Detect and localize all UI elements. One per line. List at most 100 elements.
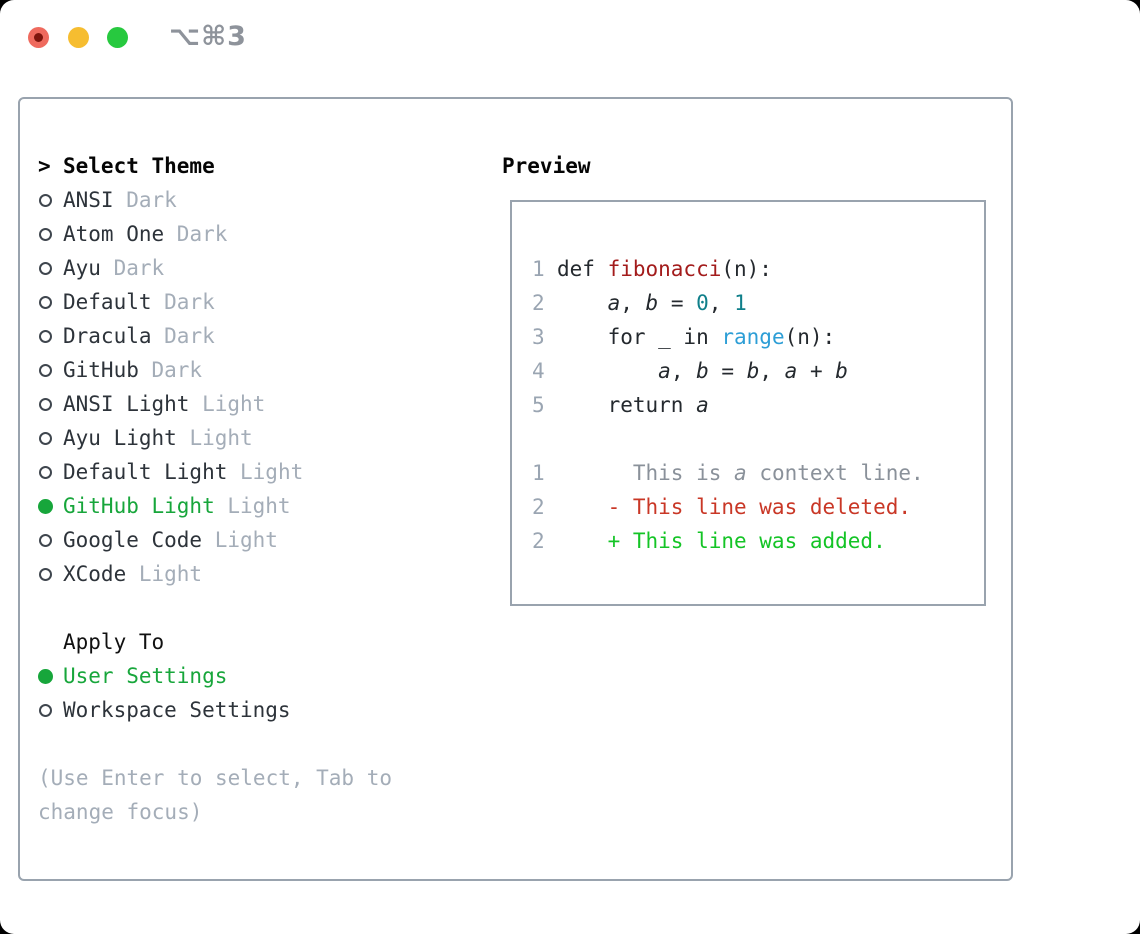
radio-unselected-icon[interactable] (39, 567, 52, 581)
token-plain (557, 291, 608, 315)
token-plain: , (759, 359, 785, 383)
line-number: 2 (532, 291, 545, 315)
token-plain: , (670, 359, 697, 383)
code-line: 2 + This line was added. (532, 524, 984, 558)
radio-unselected-icon[interactable] (39, 227, 52, 241)
token-var: a (658, 359, 671, 383)
token-plain: , (708, 291, 735, 315)
item-variant-label: Dark (113, 256, 165, 280)
radio-unselected-icon[interactable] (39, 465, 52, 479)
code-content: a, b = b, a + b (557, 354, 848, 388)
token-plain: = (708, 359, 747, 383)
radio-unselected-icon[interactable] (39, 329, 52, 343)
token-plain (557, 359, 658, 383)
item-variant-label: Light (240, 460, 304, 484)
code-content: - This line was deleted. (557, 490, 911, 524)
item-variant-label: Light (189, 426, 253, 450)
token-add: + This line was added. (557, 529, 886, 553)
token-plain: = (658, 291, 697, 315)
token-var: b (645, 291, 659, 315)
token-plain: + (797, 359, 836, 383)
titlebar: ⌥⌘3 (0, 0, 1140, 75)
token-var: b (746, 359, 760, 383)
item-label: Default Light (63, 460, 228, 484)
token-plain: return (557, 393, 697, 417)
select-theme-header-label: Select Theme (63, 154, 215, 178)
token-ctx: context line. (746, 461, 924, 485)
radio-unselected-icon[interactable] (39, 431, 52, 445)
item-label: Atom One (63, 222, 165, 246)
item-variant-label: Dark (176, 222, 228, 246)
token-num: 1 (734, 291, 747, 315)
radio-unselected-icon[interactable] (39, 703, 52, 717)
apply-option-user-settings[interactable]: User Settings (38, 659, 438, 693)
token-var: a (696, 393, 709, 417)
main-panel-frame (18, 97, 1013, 881)
item-variant-label: Dark (126, 188, 177, 212)
item-label: Default (63, 290, 152, 314)
theme-item-dracula[interactable]: Dracula Dark (38, 319, 438, 353)
item-label: User Settings (63, 664, 228, 688)
radio-unselected-icon[interactable] (39, 193, 52, 207)
theme-item-atom-one[interactable]: Atom One Dark (38, 217, 438, 251)
radio-unselected-icon[interactable] (39, 363, 52, 377)
item-variant-label: Light (202, 392, 266, 416)
token-builtin: range (721, 325, 785, 349)
token-ctx: This is (557, 461, 735, 485)
spacer (38, 727, 438, 761)
spacer (38, 591, 438, 625)
radio-unselected-icon[interactable] (39, 397, 52, 411)
close-button-icon[interactable] (28, 27, 49, 48)
theme-item-xcode[interactable]: XCode Light (38, 557, 438, 591)
line-number: 3 (532, 325, 545, 349)
radio-unselected-icon[interactable] (39, 295, 52, 309)
preview-header: Preview (502, 154, 591, 178)
window-title: ⌥⌘3 (169, 21, 247, 52)
focus-caret-icon: > (38, 154, 51, 178)
line-number: 4 (532, 359, 545, 383)
radio-unselected-icon[interactable] (39, 261, 52, 275)
item-label: Dracula (63, 324, 152, 348)
token-var: a (784, 359, 798, 383)
code-content: return a (557, 388, 709, 422)
zoom-button-icon[interactable] (107, 27, 128, 48)
keyboard-hint: (Use Enter to select, Tab to change focu… (38, 766, 393, 824)
theme-item-default-light[interactable]: Default Light Light (38, 455, 438, 489)
apply-option-workspace-settings[interactable]: Workspace Settings (38, 693, 438, 727)
item-variant-label: Light (138, 562, 203, 586)
item-variant-label: Light (227, 494, 291, 518)
token-del: - This line was deleted. (557, 495, 912, 519)
item-variant-label: Dark (151, 358, 203, 382)
radio-unselected-icon[interactable] (39, 533, 52, 547)
item-label: Workspace Settings (63, 698, 291, 722)
item-variant-label: Light (214, 528, 278, 552)
radio-selected-icon[interactable] (38, 668, 53, 684)
line-number: 5 (532, 393, 545, 417)
radio-selected-icon[interactable] (38, 498, 53, 514)
code-line: 2 a, b = 0, 1 (532, 286, 984, 320)
token-var: b (696, 359, 709, 383)
item-variant-label: Dark (164, 324, 215, 348)
code-line: 2 - This line was deleted. (532, 490, 984, 524)
item-label: GitHub Light (63, 494, 215, 518)
item-label: XCode (63, 562, 127, 586)
code-content: + This line was added. (557, 524, 886, 558)
minimize-button-icon[interactable] (68, 27, 89, 48)
blank-line (532, 422, 984, 456)
line-number: 1 (532, 257, 545, 281)
token-num: 0 (696, 291, 709, 315)
theme-item-github-light[interactable]: GitHub Light Light (38, 489, 438, 523)
